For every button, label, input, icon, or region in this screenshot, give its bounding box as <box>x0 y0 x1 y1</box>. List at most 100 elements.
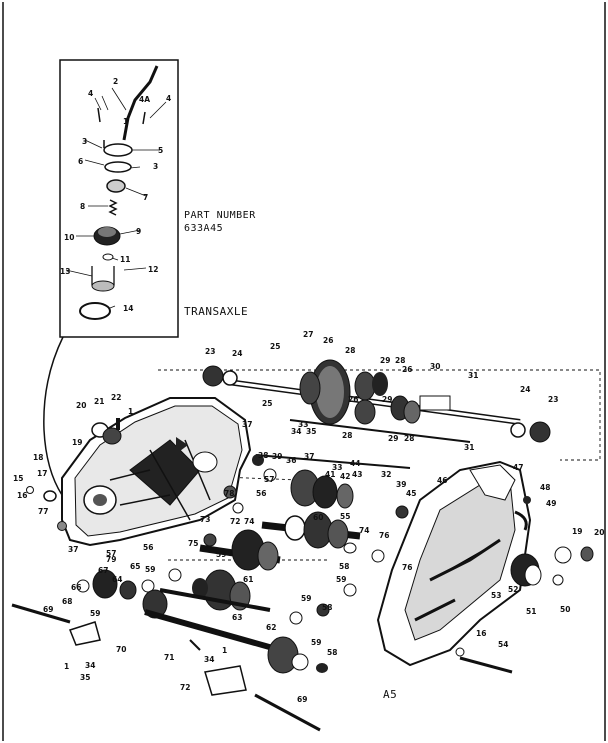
callout-72: 72 <box>180 683 190 692</box>
callout-4: 4 <box>166 94 171 103</box>
callout-65: 65 <box>130 562 140 571</box>
callout-34: 34 <box>204 655 214 664</box>
callout-8: 8 <box>80 202 85 211</box>
callout-70: 70 <box>116 645 126 654</box>
callout-13: 13 <box>60 267 70 276</box>
callout-24: 24 <box>520 385 530 394</box>
callout-62: 62 <box>266 623 276 632</box>
callout-47: 47 <box>513 463 523 472</box>
right-housing <box>376 460 594 667</box>
callout-56: 56 <box>256 489 266 498</box>
callout-39: 39 <box>396 480 406 489</box>
callout-19: 19 <box>72 438 82 447</box>
left-small-parts <box>26 418 122 531</box>
callout-31: 31 <box>468 371 478 380</box>
callout-29: 29 <box>388 434 398 443</box>
callout-59: 59 <box>311 638 321 647</box>
callout-29: 29 <box>380 356 390 365</box>
callout-77: 77 <box>38 507 48 516</box>
callout-66: 66 <box>71 583 81 592</box>
callout-48: 48 <box>540 483 550 492</box>
shifter-inset <box>59 59 179 338</box>
callout-4: 4 <box>88 89 93 98</box>
callout-32: 32 <box>381 470 391 479</box>
callout-37: 37 <box>242 420 252 429</box>
callout-25: 25 <box>262 399 272 408</box>
callout-20: 20 <box>594 528 604 537</box>
callout-19: 19 <box>572 527 582 536</box>
callout-59: 59 <box>336 575 346 584</box>
callout-50: 50 <box>560 605 570 614</box>
callout-61: 61 <box>243 575 253 584</box>
callout-17: 17 <box>37 469 47 478</box>
callout-2: 2 <box>113 77 118 86</box>
callout-75: 75 <box>188 539 198 548</box>
callout-35: 35 <box>80 673 90 682</box>
upper-shaft-assembly <box>202 359 551 443</box>
callout-57: 57 <box>106 549 116 558</box>
callout-59: 59 <box>145 565 155 574</box>
callout-74: 74 <box>359 526 369 535</box>
callout-12: 12 <box>148 265 158 274</box>
callout-57: 57 <box>264 475 274 484</box>
callout-58: 58 <box>322 603 332 612</box>
callout-28: 28 <box>345 346 355 355</box>
callout-46: 46 <box>437 476 447 485</box>
callout-33: 33 <box>332 463 342 472</box>
callout-4a: 4A <box>139 95 150 104</box>
callout-34: 34 <box>85 661 95 670</box>
callout-74: 74 <box>244 517 254 526</box>
callout-55: 55 <box>340 512 350 521</box>
callout-37: 37 <box>304 452 314 461</box>
callout-26: 26 <box>402 365 412 374</box>
callout-15: 15 <box>13 474 23 483</box>
middle-gear-train <box>76 454 411 674</box>
callout-25: 25 <box>270 342 280 351</box>
callout-38: 38 <box>258 451 268 460</box>
callout-1: 1 <box>128 407 133 416</box>
callout-33: 33 <box>298 420 308 429</box>
callout-45: 45 <box>406 489 416 498</box>
callout-35: 35 <box>306 427 316 436</box>
callout-64: 64 <box>112 575 122 584</box>
callout-11: 11 <box>120 255 130 264</box>
callout-5: 5 <box>158 146 163 155</box>
callout-53: 53 <box>491 591 501 600</box>
assembly-title: TRANSAXLE <box>184 305 249 318</box>
callout-3: 3 <box>82 137 87 146</box>
callout-29: 29 <box>382 395 392 404</box>
callout-labels: 2 4 4A 4 1 3 5 6 3 7 8 9 10 11 12 13 14 … <box>13 77 604 704</box>
callout-9: 9 <box>136 227 141 236</box>
callout-34: 34 <box>291 427 301 436</box>
callout-56: 56 <box>143 543 153 552</box>
callout-30: 30 <box>430 362 440 371</box>
callout-69: 69 <box>297 695 307 704</box>
callout-42: 42 <box>340 472 350 481</box>
callout-16: 16 <box>476 629 486 638</box>
callout-1: 1 <box>123 117 128 126</box>
callout-28: 28 <box>404 434 414 443</box>
lower-parts <box>11 603 513 732</box>
callout-28: 28 <box>342 431 352 440</box>
callout-37: 37 <box>68 545 78 554</box>
callout-76: 76 <box>402 563 412 572</box>
callout-71: 71 <box>164 653 174 662</box>
callout-68: 68 <box>62 597 72 606</box>
callout-44: 44 <box>350 459 360 468</box>
callout-21: 21 <box>94 397 104 406</box>
callout-69: 69 <box>43 605 53 614</box>
callout-41: 41 <box>325 470 335 479</box>
callout-24: 24 <box>232 349 242 358</box>
callout-1: 1 <box>64 662 69 671</box>
callout-3: 3 <box>153 162 158 171</box>
callout-59: 59 <box>301 594 311 603</box>
page-code: A5 <box>383 688 398 701</box>
callout-43: 43 <box>352 470 362 479</box>
callout-36: 36 <box>286 456 296 465</box>
callout-1: 1 <box>222 646 227 655</box>
callout-26: 26 <box>323 336 333 345</box>
callout-52: 52 <box>508 585 518 594</box>
callout-23: 23 <box>205 347 215 356</box>
